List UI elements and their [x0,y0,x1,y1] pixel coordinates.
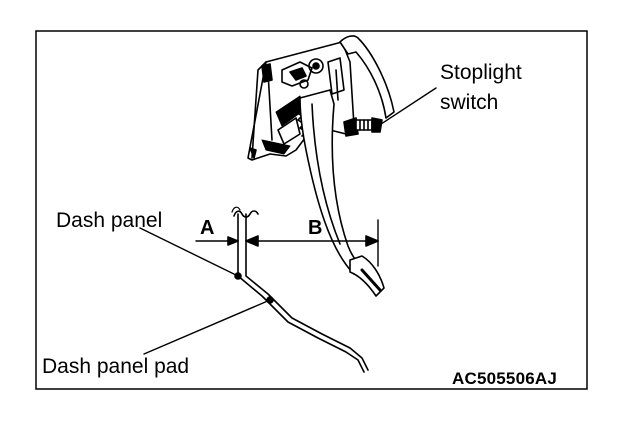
dash-panel-label: Dash panel [56,209,163,232]
stoplight-switch [343,117,383,137]
dimension-lines [195,219,379,267]
stoplight-label-line1: Stoplight [440,61,522,84]
leader-dash-panel-pad [143,299,271,355]
figure-code-label: AC505506AJ [452,369,558,388]
dash-panel [231,206,369,373]
leader-stoplight [377,87,437,127]
leader-dash-panel [139,227,239,277]
dash-panel-pad-label: Dash panel pad [42,355,190,378]
dimension-b-label: B [308,217,323,239]
stoplight-label-line2: switch [440,91,499,114]
dimension-a-label: A [200,217,215,239]
bracket-hook [339,35,395,119]
